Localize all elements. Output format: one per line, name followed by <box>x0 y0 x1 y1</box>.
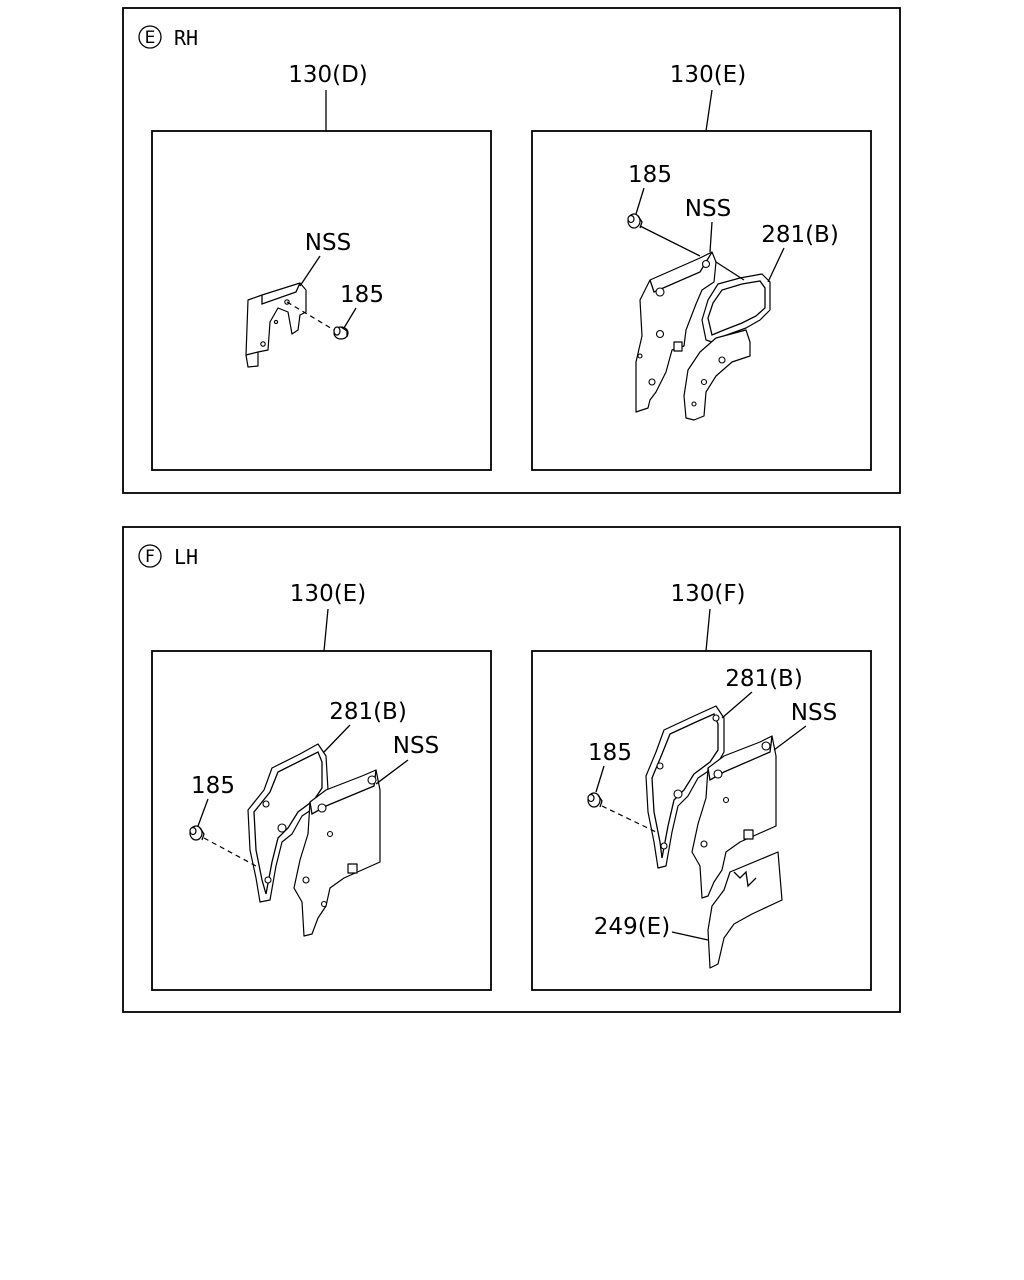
panel-lh-130f-box <box>531 650 872 991</box>
seal-plate-icon <box>707 851 783 969</box>
section-lh-marker-letter: F <box>145 547 155 567</box>
panel-lh-130e: 130(E) <box>151 581 492 991</box>
callout-nss-leader <box>375 759 409 785</box>
panel-rh-130d: 130(D) NSS 185 <box>151 62 492 471</box>
section-lh: F LH 130(E) <box>122 526 901 1013</box>
callout-bolt: 185 <box>628 162 672 188</box>
section-rh-frame <box>122 7 901 494</box>
callout-gasket: 281(B) <box>725 666 803 692</box>
gasket-icon <box>701 273 771 343</box>
callout-nss: NSS <box>305 230 351 256</box>
bolt-axis-line <box>601 805 657 833</box>
callout-gasket-leader <box>721 691 753 719</box>
panel-lh-130e-title: 130(E) <box>290 581 366 607</box>
callout-seal: 249(E) <box>594 914 670 940</box>
panel-rh-130e: 130(E) <box>531 62 872 471</box>
callout-bolt-leader <box>197 798 209 827</box>
callout-nss-leader <box>709 221 713 253</box>
gasket-icon <box>645 705 725 869</box>
bolt-icon <box>189 825 205 841</box>
bolt-icon <box>587 792 603 808</box>
section-lh-frame <box>122 526 901 1013</box>
panel-lh-130e-leader <box>323 608 329 652</box>
panel-rh-130e-title: 130(E) <box>670 62 746 88</box>
bracket-plate-icon <box>691 735 777 899</box>
bolt-axis-line <box>639 225 701 257</box>
panel-rh-130d-title: 130(D) <box>288 62 368 88</box>
callout-bolt-leader <box>343 307 357 329</box>
panel-rh-130d-box <box>151 130 492 471</box>
callout-gasket-leader <box>767 247 785 283</box>
cover-plate-icon <box>683 329 751 421</box>
callout-bolt: 185 <box>588 740 632 766</box>
panel-lh-130e-box <box>151 650 492 991</box>
panel-rh-130e-box <box>531 130 872 471</box>
bolt-icon <box>627 213 643 229</box>
bracket-small-icon <box>245 282 307 368</box>
bolt-axis-line <box>203 837 257 867</box>
panel-lh-130f-leader <box>705 608 711 652</box>
section-rh-marker-icon: E <box>138 25 162 49</box>
callout-bolt: 185 <box>191 773 235 799</box>
callout-nss: NSS <box>685 196 731 222</box>
bolt-axis-line <box>286 301 335 331</box>
bracket-plate-icon <box>635 251 717 413</box>
bracket-plate-icon <box>293 769 381 937</box>
bolt-icon <box>333 326 349 340</box>
callout-gasket-leader <box>323 724 351 753</box>
callout-bolt-leader <box>595 765 605 793</box>
callout-bolt-leader <box>635 187 645 215</box>
section-lh-label: LH <box>174 545 198 569</box>
gasket-icon <box>247 743 329 903</box>
callout-seal-leader <box>671 931 709 941</box>
callout-nss-leader <box>773 725 807 751</box>
callout-nss: NSS <box>791 700 837 726</box>
callout-gasket: 281(B) <box>329 699 407 725</box>
callout-bolt: 185 <box>340 282 384 308</box>
callout-nss-leader <box>299 255 321 287</box>
callout-gasket: 281(B) <box>761 222 839 248</box>
panel-lh-130f-title: 130(F) <box>670 581 745 607</box>
panel-rh-130e-leader <box>705 89 713 132</box>
section-rh: E RH 130(D) NSS <box>122 7 901 494</box>
gasket-axis-line <box>715 261 745 281</box>
section-lh-marker-icon: F <box>138 544 162 568</box>
section-rh-label: RH <box>174 26 198 50</box>
callout-nss: NSS <box>393 733 439 759</box>
section-rh-marker-letter: E <box>145 28 156 48</box>
panel-lh-130f: 130(F) <box>531 581 872 991</box>
